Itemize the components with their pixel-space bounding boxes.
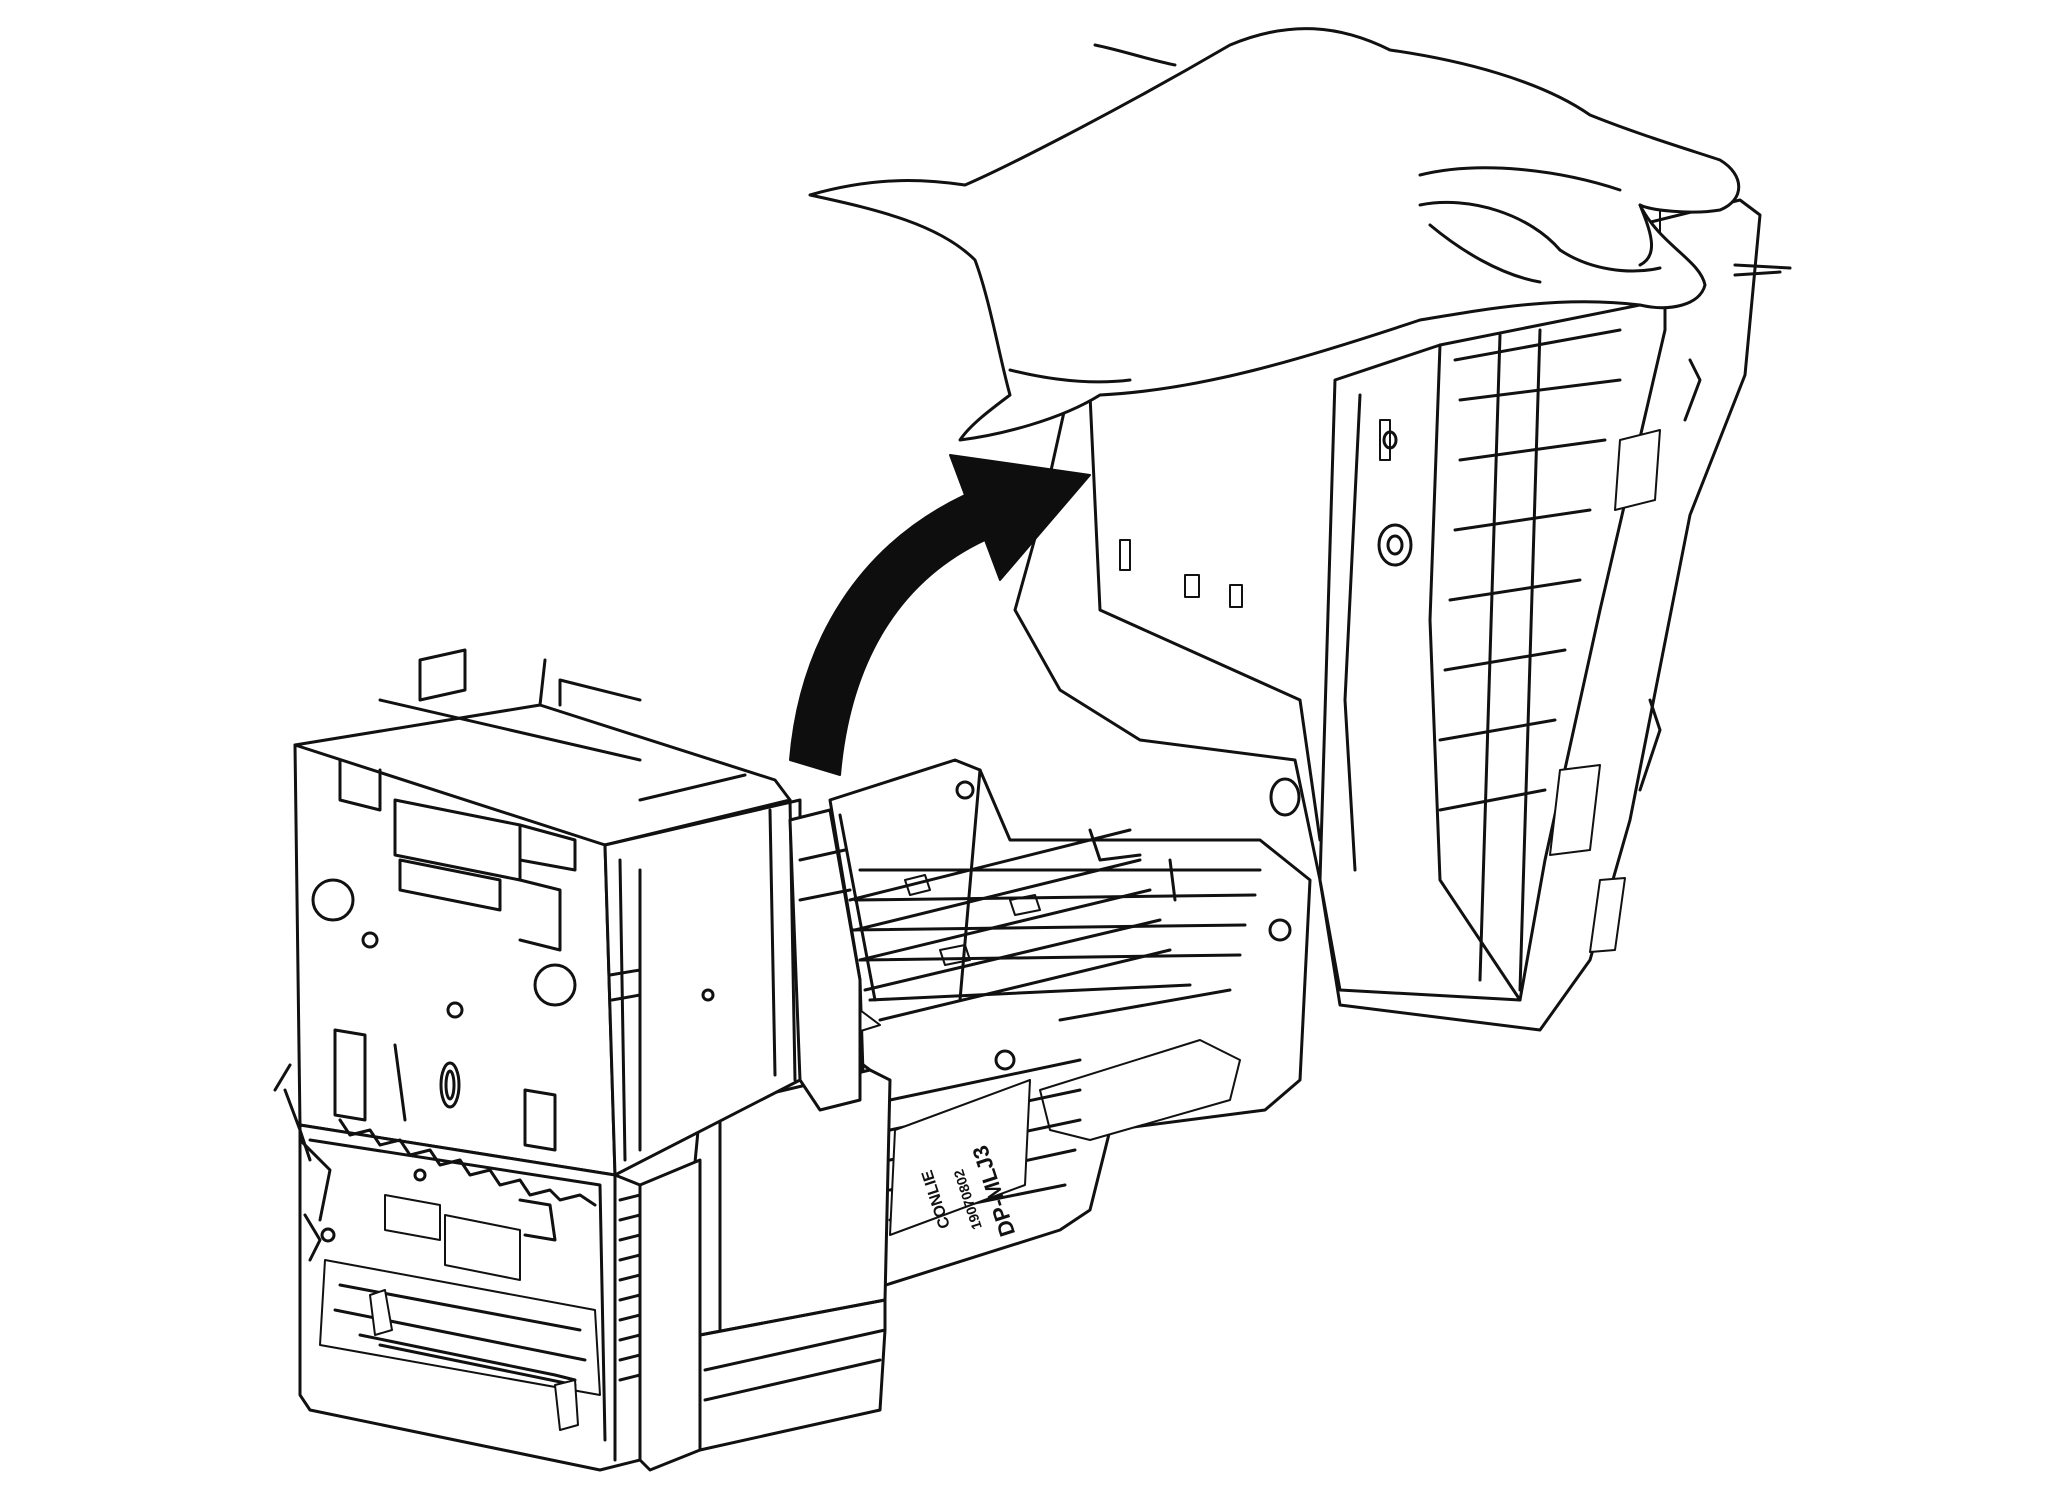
product-label xyxy=(889,1079,1031,1236)
printer-frame xyxy=(293,648,802,1177)
rotation-arrow-icon xyxy=(789,454,1091,776)
opened-cover-unit xyxy=(1013,174,1792,1032)
printer-base xyxy=(828,758,1312,1292)
paper-path-rollers xyxy=(788,808,1177,1112)
hand xyxy=(808,27,1741,442)
bottom-front xyxy=(273,1063,887,1472)
